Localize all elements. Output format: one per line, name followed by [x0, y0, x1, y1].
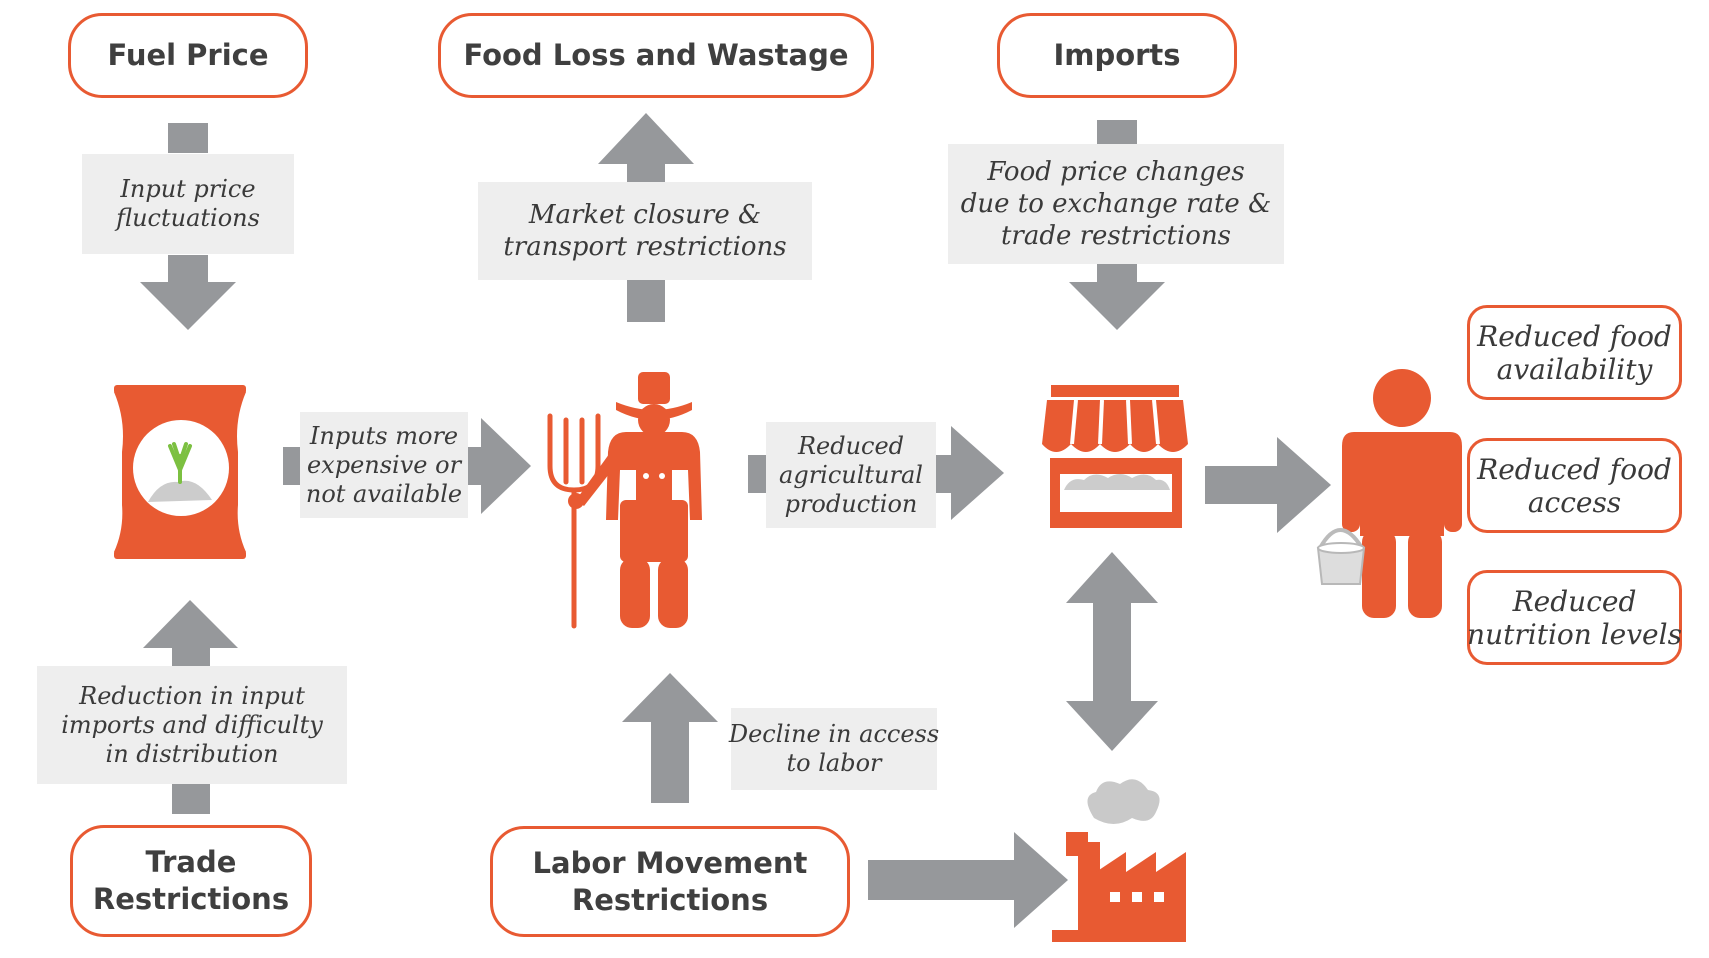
- person-with-bucket-icon: [1316, 369, 1462, 618]
- arrow-market-factory-double: [1066, 552, 1158, 751]
- arrow-fuel-to-inputs: [140, 123, 236, 330]
- farmer-icon: [547, 372, 702, 629]
- arrow-trade-to-inputs: [143, 600, 238, 814]
- market-stall-icon: [1042, 385, 1188, 528]
- node-food-loss-and-wastage: Food Loss and Wastage: [438, 13, 874, 98]
- arrow-farmer-to-market: [748, 426, 1004, 520]
- arrow-labor-to-factory: [868, 832, 1068, 928]
- arrow-labor-to-farmer: [622, 673, 718, 803]
- arrow-inputs-to-farmer: [283, 418, 531, 514]
- node-imports: Imports: [997, 13, 1237, 98]
- label-market-closure: Market closure &transport restrictions: [478, 182, 812, 280]
- fertilizer-bag-icon: [114, 385, 246, 559]
- factory-icon: [1052, 779, 1186, 942]
- node-fuel-price: Fuel Price: [68, 13, 308, 98]
- arrow-imports-to-market: [1069, 120, 1165, 330]
- arrow-farmer-to-food-loss: [598, 113, 694, 322]
- arrow-market-to-consumer: [1205, 437, 1331, 533]
